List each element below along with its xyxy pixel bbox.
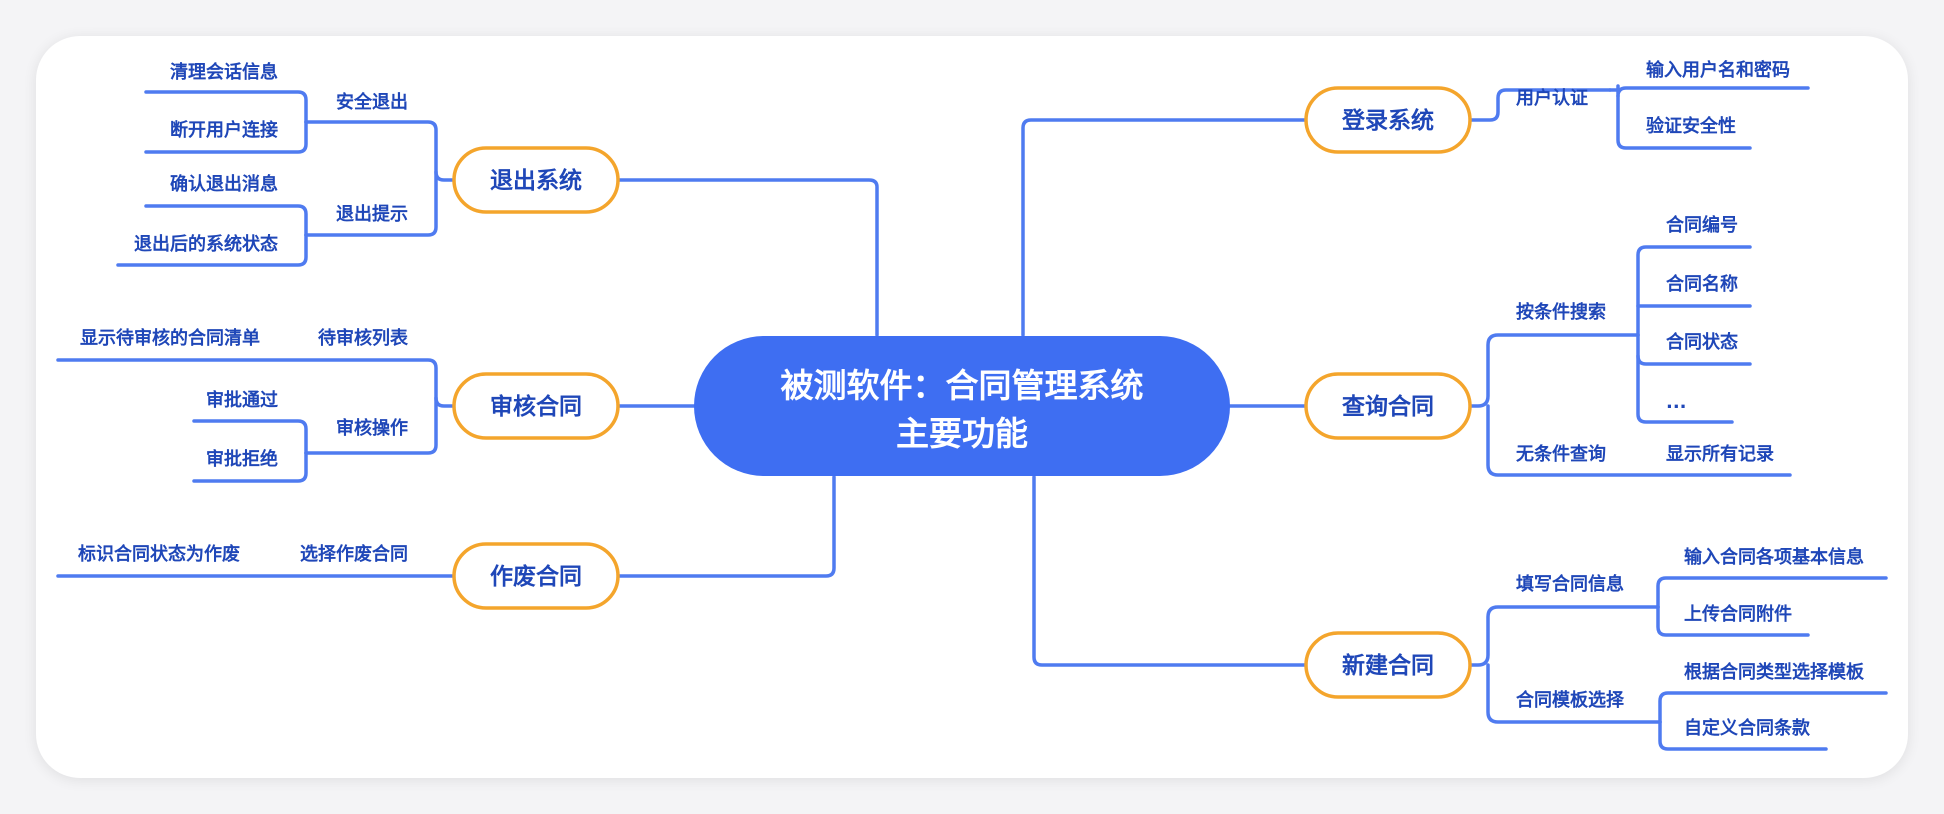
group-label-select-void: 选择作废合同	[300, 543, 408, 565]
center-title-line1: 被测软件：合同管理系统	[781, 366, 1144, 405]
connector-template	[1486, 663, 1662, 724]
connector-exit-prompt	[304, 170, 438, 237]
leaf-contract-number: 合同编号	[1666, 214, 1738, 236]
connector-ellipsis	[1636, 354, 1734, 424]
leaf-contract-status: 合同状态	[1666, 331, 1738, 353]
leaf-verify-security: 验证安全性	[1646, 115, 1736, 137]
branch-label-exit: 退出系统	[490, 167, 582, 194]
leaf-reject: 审批拒绝	[206, 448, 278, 470]
mindmap-canvas: 被测软件：合同管理系统 主要功能 登录系统 查询合同 新建合同 退出系统 审核合…	[56, 59, 1888, 751]
group-label-fill-info: 填写合同信息	[1516, 573, 1624, 595]
leaf-confirm-exit: 确认退出消息	[170, 173, 278, 195]
branch-label-void: 作废合同	[490, 563, 582, 590]
connector-search	[1468, 333, 1640, 408]
connector-input-credentials	[1608, 84, 1810, 98]
connector-new	[1032, 475, 1308, 667]
branch-node-void[interactable]: 作废合同	[452, 542, 620, 610]
connector-void	[616, 475, 836, 578]
branch-node-new[interactable]: 新建合同	[1304, 631, 1472, 699]
branch-node-query[interactable]: 查询合同	[1304, 372, 1472, 440]
group-label-safe-exit: 安全退出	[336, 91, 408, 113]
connector-post-exit	[116, 233, 308, 267]
connector-verify	[1616, 94, 1752, 150]
connector-all	[1486, 404, 1792, 477]
connector-fill-info	[1468, 605, 1660, 667]
branch-label-review: 审核合同	[490, 393, 582, 420]
group-label-exit-prompt: 退出提示	[336, 203, 408, 225]
connector-review-op	[304, 396, 438, 455]
leaf-post-exit-state: 退出后的系统状态	[134, 233, 278, 255]
connector-exit	[616, 178, 879, 337]
group-label-search: 按条件搜索	[1516, 301, 1606, 323]
leaf-attachment: 上传合同附件	[1684, 603, 1792, 625]
mindmap-card: 被测软件：合同管理系统 主要功能 登录系统 查询合同 新建合同 退出系统 审核合…	[36, 36, 1908, 778]
connector-custom	[1658, 720, 1828, 751]
leaf-disconnect: 断开用户连接	[170, 119, 278, 141]
connector-pending-list	[56, 358, 454, 408]
leaf-input-credentials: 输入用户名和密码	[1646, 59, 1790, 81]
group-label-unconditional: 无条件查询	[1516, 443, 1606, 465]
branch-label-query: 查询合同	[1342, 393, 1434, 420]
connector-user-auth	[1468, 88, 1612, 122]
leaf-basic-info: 输入合同各项基本信息	[1684, 546, 1864, 568]
leaf-clear-session: 清理会话信息	[170, 61, 278, 83]
connector-basic-info	[1656, 576, 1888, 609]
connector-reject	[192, 451, 308, 483]
leaf-custom-terms: 自定义合同条款	[1684, 717, 1811, 739]
leaf-contract-name: 合同名称	[1666, 273, 1738, 295]
branch-node-review[interactable]: 审核合同	[452, 372, 620, 440]
branch-node-exit[interactable]: 退出系统	[452, 146, 620, 214]
connector-safe-exit	[304, 120, 454, 182]
connector-clear-session	[144, 90, 308, 124]
connector-login	[1021, 118, 1308, 337]
connector-attachment	[1656, 605, 1810, 637]
branch-label-new: 新建合同	[1342, 652, 1434, 679]
center-node: 被测软件：合同管理系统 主要功能	[694, 336, 1230, 476]
connector-contract-no	[1636, 245, 1752, 337]
connector-by-type	[1658, 691, 1888, 724]
center-title-line2: 主要功能	[896, 414, 1028, 453]
group-label-user-auth: 用户认证	[1516, 87, 1588, 109]
group-label-pending-list: 待审核列表	[318, 327, 409, 349]
connector-disconnect	[144, 120, 308, 154]
leaf-show-all: 显示所有记录	[1666, 443, 1774, 465]
leaf-template-by-type: 根据合同类型选择模板	[1684, 661, 1865, 683]
group-label-template: 合同模板选择	[1516, 689, 1625, 711]
leaf-pending-contracts: 显示待审核的合同清单	[80, 327, 260, 349]
branch-node-login[interactable]: 登录系统	[1304, 86, 1472, 154]
branch-label-login: 登录系统	[1341, 107, 1434, 134]
connector-approve	[192, 419, 308, 455]
leaf-mark-void: 标识合同状态为作废	[77, 543, 240, 565]
leaf-approve: 审批通过	[206, 389, 278, 411]
group-label-review-op: 审核操作	[336, 417, 408, 439]
leaf-ellipsis: ...	[1666, 392, 1687, 413]
connector-confirm-exit	[144, 204, 308, 237]
